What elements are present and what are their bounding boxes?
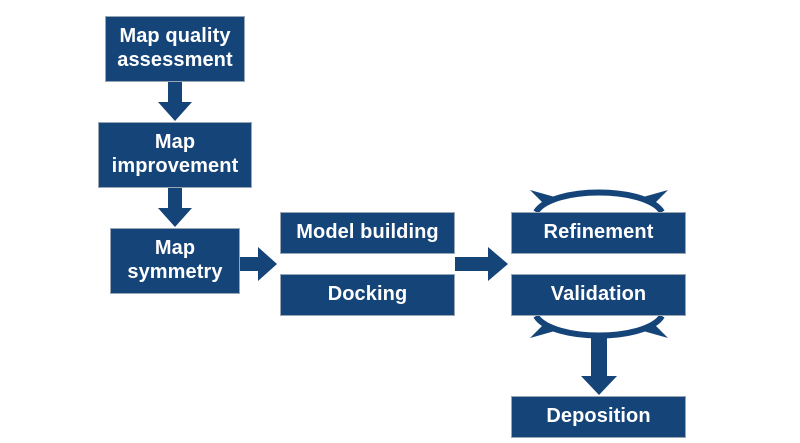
arrow-symmetry-to-building bbox=[240, 247, 277, 281]
node-deposition[interactable]: Deposition bbox=[511, 396, 686, 438]
node-map-symmetry[interactable]: Map symmetry bbox=[110, 228, 240, 294]
arrow-quality-to-improvement bbox=[158, 82, 192, 121]
arc-top-cycle bbox=[530, 189, 668, 214]
node-docking[interactable]: Docking bbox=[280, 274, 455, 316]
arrow-improvement-to-symmetry bbox=[158, 188, 192, 227]
node-label: Deposition bbox=[546, 405, 651, 428]
node-label: Map symmetry bbox=[127, 237, 223, 283]
node-label: Validation bbox=[550, 283, 647, 306]
node-refinement[interactable]: Refinement bbox=[511, 212, 686, 254]
node-label: Docking bbox=[327, 283, 408, 306]
node-map-quality-assessment[interactable]: Map quality assessment bbox=[105, 16, 245, 82]
arrow-building-to-refinement bbox=[455, 247, 508, 281]
node-label: Refinement bbox=[543, 221, 654, 244]
node-label: Model building bbox=[296, 221, 439, 244]
arc-bottom-cycle bbox=[530, 314, 668, 339]
node-map-improvement[interactable]: Map improvement bbox=[98, 122, 252, 188]
node-model-building[interactable]: Model building bbox=[280, 212, 455, 254]
node-label: Map improvement bbox=[111, 131, 239, 177]
node-label: Map quality assessment bbox=[117, 25, 233, 71]
arrow-validation-to-deposition bbox=[581, 336, 617, 395]
node-validation[interactable]: Validation bbox=[511, 274, 686, 316]
